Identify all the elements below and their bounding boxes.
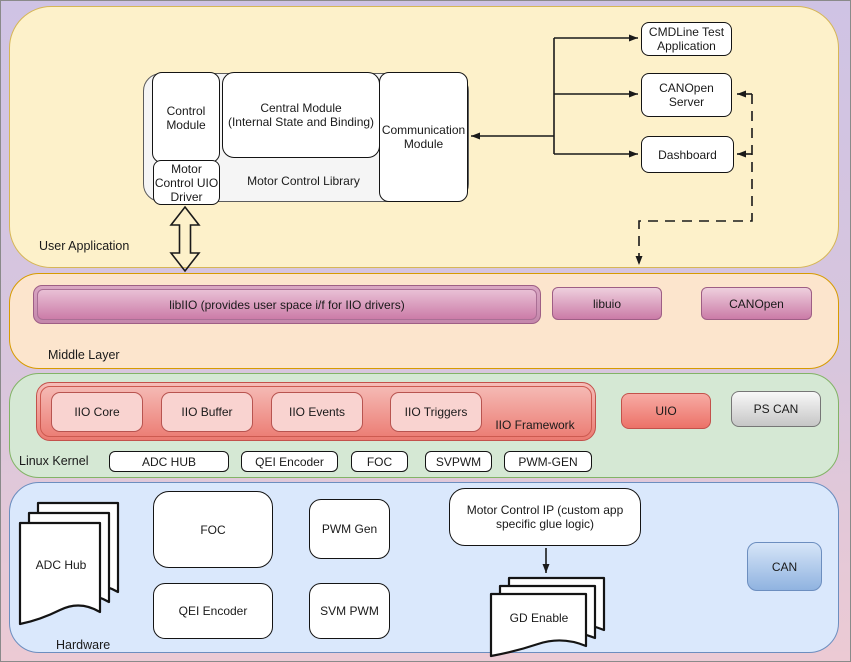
driver-box-svpwm: SVPWM — [425, 451, 492, 472]
box-cmdline-test-application: CMDLine Test Application — [641, 22, 732, 56]
box-uio: UIO — [621, 393, 711, 429]
driver-box-pwm-gen: PWM-GEN — [504, 451, 592, 472]
hw-box-svm-pwm: SVM PWM — [309, 583, 390, 639]
label-adc-hub: ADC Hub — [35, 558, 87, 572]
hw-box-pwm-gen: PWM Gen — [309, 499, 390, 559]
label-hardware: Hardware — [56, 638, 111, 652]
box-iio-buffer: IIO Buffer — [161, 392, 253, 432]
box-libiio: libIIO (provides user space i/f for IIO … — [33, 285, 541, 324]
label-user-application: User Application — [39, 239, 130, 253]
box-libuio: libuio — [552, 287, 662, 320]
label-linux-kernel: Linux Kernel — [19, 454, 89, 468]
box-motor-control-ip: Motor Control IP (custom app specific gl… — [449, 488, 641, 546]
box-iio-triggers: IIO Triggers — [390, 392, 482, 432]
label-gd-enable: GD Enable — [509, 611, 569, 625]
driver-box-foc: FOC — [351, 451, 408, 472]
box-dashboard: Dashboard — [641, 136, 734, 173]
box-central-module: Central Module (Internal State and Bindi… — [222, 72, 380, 158]
box-can: CAN — [747, 542, 822, 591]
box-iio-core: IIO Core — [51, 392, 143, 432]
driver-box-adc-hub: ADC HUB — [109, 451, 229, 472]
label-iio-framework: IIO Framework — [495, 418, 575, 432]
box-canopen-server: CANOpen Server — [641, 73, 732, 117]
box-canopen: CANOpen — [701, 287, 812, 320]
hw-box-foc: FOC — [153, 491, 273, 568]
libiio-label: libIIO (provides user space i/f for IIO … — [37, 289, 537, 320]
box-motor-control-uio-driver: Motor Control UIO Driver — [153, 160, 220, 205]
label-middle-layer: Middle Layer — [48, 348, 120, 362]
box-ps-can: PS CAN — [731, 391, 821, 427]
driver-box-qei-encoder: QEI Encoder — [241, 451, 338, 472]
label-motor-control-library: Motor Control Library — [247, 174, 360, 188]
hw-box-qei-encoder: QEI Encoder — [153, 583, 273, 639]
box-iio-events: IIO Events — [271, 392, 363, 432]
box-communication-module: Communication Module — [379, 72, 468, 202]
layer-hardware — [9, 482, 839, 653]
box-control-module: Control Module — [152, 72, 220, 163]
